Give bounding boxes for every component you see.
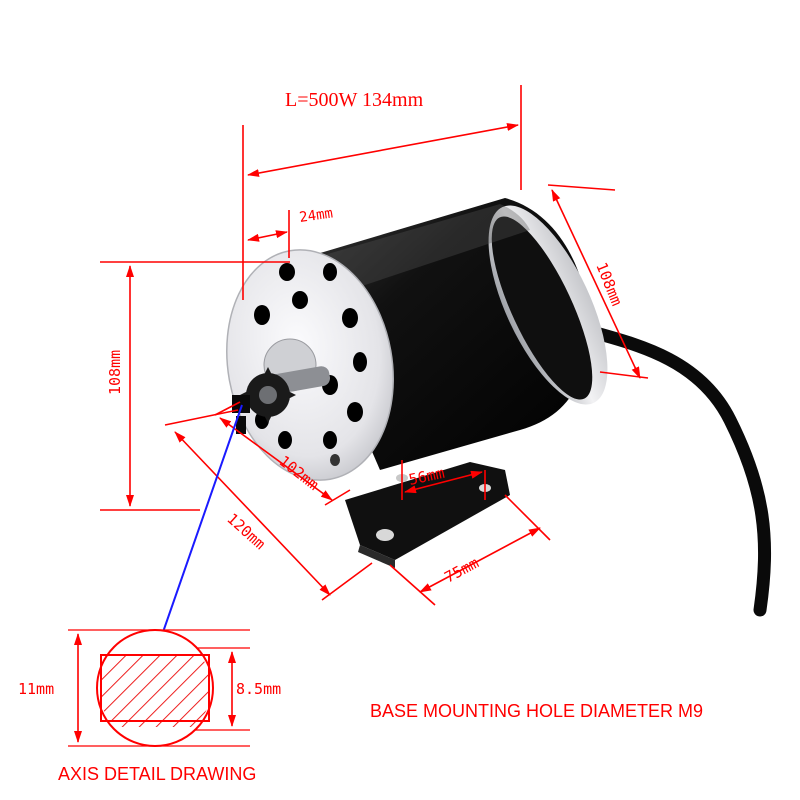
dimension-lines xyxy=(100,85,649,606)
title-label: L=500W 134mm xyxy=(285,89,424,111)
shaft-sprocket xyxy=(232,338,331,434)
shaft-offset-label: 24mm xyxy=(298,205,334,226)
axis-detail xyxy=(68,629,250,747)
axis-leader-line xyxy=(161,404,243,636)
power-cable xyxy=(578,323,772,617)
outer-diameter-label: 11mm xyxy=(18,680,54,698)
motor-illustration xyxy=(226,198,772,617)
flat-width-label: 8.5mm xyxy=(236,680,281,698)
axis-caption: AXIS DETAIL DRAWING xyxy=(58,764,256,784)
base-length-label: 120mm xyxy=(223,510,269,554)
mounting-note: BASE MOUNTING HOLE DIAMETER M9 xyxy=(370,701,703,721)
base-width-label: 75mm xyxy=(441,554,481,587)
diameter-right-label: 108mm xyxy=(592,260,626,309)
height-left-label: 108mm xyxy=(106,350,124,395)
base-hole xyxy=(376,529,394,541)
